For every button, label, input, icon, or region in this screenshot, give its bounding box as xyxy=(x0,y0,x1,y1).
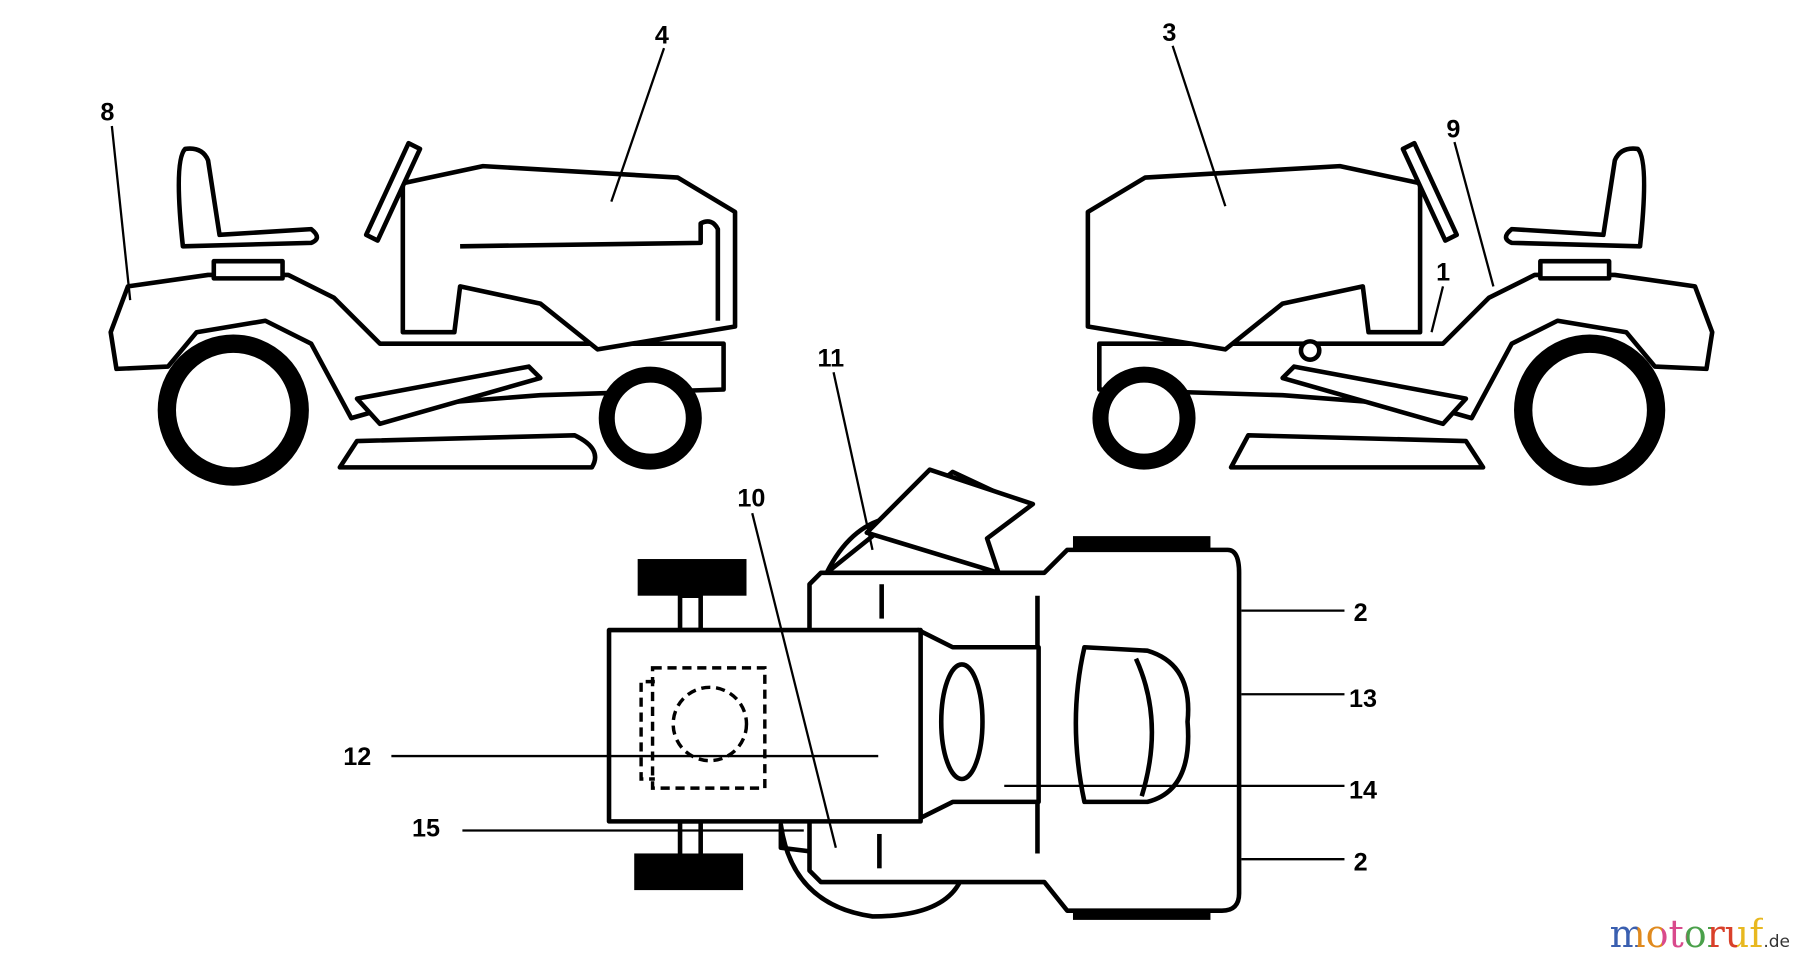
watermark-logo: motoruf.de xyxy=(1610,912,1790,956)
callout-labels: 4 8 3 9 1 11 10 2 13 12 14 15 2 xyxy=(100,19,1460,876)
tractor-top-view xyxy=(606,467,1242,920)
callout-9: 9 xyxy=(1446,115,1460,143)
callout-8: 8 xyxy=(100,98,114,126)
callout-2-upper: 2 xyxy=(1354,599,1368,627)
callout-10: 10 xyxy=(737,484,765,512)
callout-12: 12 xyxy=(343,743,371,771)
callout-4: 4 xyxy=(655,22,669,50)
callout-11: 11 xyxy=(818,345,845,373)
tractor-right-side-view xyxy=(1085,140,1715,486)
callout-2-lower: 2 xyxy=(1354,849,1368,877)
tractor-left-side-view xyxy=(108,140,738,486)
callout-14: 14 xyxy=(1349,776,1377,804)
callout-3: 3 xyxy=(1162,19,1176,47)
watermark-name: motoruf xyxy=(1609,912,1764,956)
callout-13: 13 xyxy=(1349,685,1377,713)
callout-1: 1 xyxy=(1436,259,1450,287)
watermark-tld: .de xyxy=(1763,932,1790,952)
leader-lines xyxy=(110,45,1495,861)
callout-15: 15 xyxy=(412,814,440,842)
